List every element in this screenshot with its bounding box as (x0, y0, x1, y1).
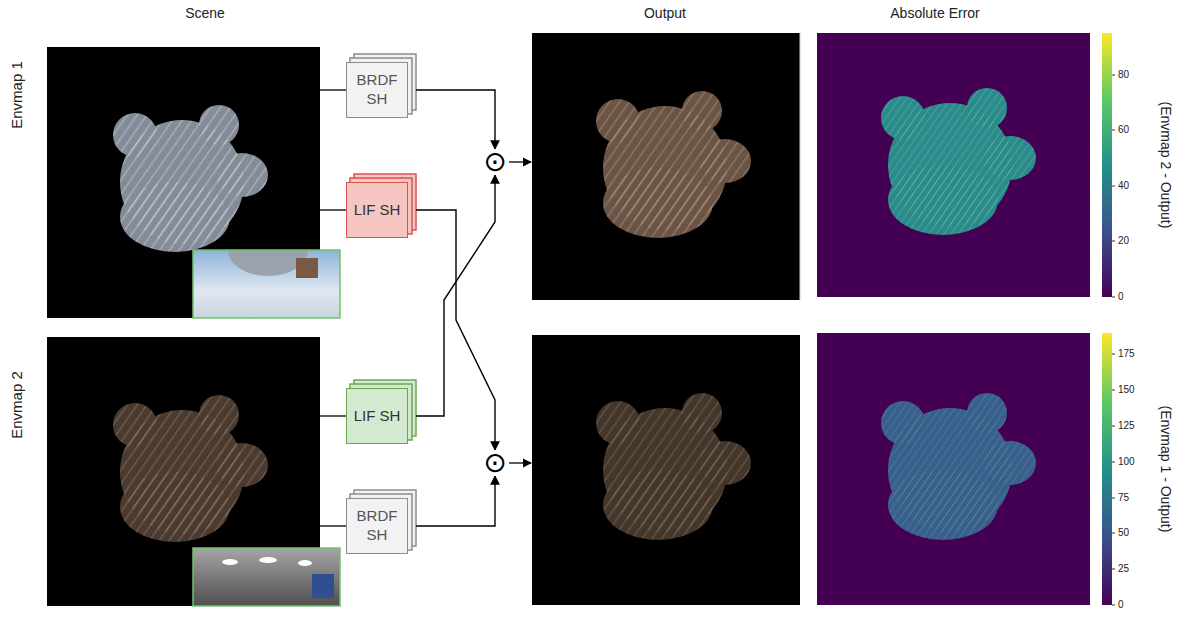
envmap-inset-2 (193, 548, 340, 606)
wire (320, 89, 346, 90)
lif-sh-box: LIF SH (346, 182, 408, 238)
colorbar-1 (1112, 186, 1115, 187)
envmap-inset-1 (193, 250, 340, 318)
output-image-1 (596, 91, 751, 238)
output-image-1 (596, 91, 751, 238)
envmap-inset-2 (298, 560, 312, 566)
colorbar-2 (1112, 605, 1115, 606)
envmap-inset-2 (222, 559, 238, 565)
tick-label: 50 (1118, 527, 1129, 539)
tick-label: 100 (1118, 456, 1135, 468)
colorbar-2 (1112, 426, 1115, 427)
output-image-2 (532, 335, 800, 605)
wire (320, 415, 346, 416)
colorbar-1 (1102, 33, 1115, 297)
output-image-2 (596, 393, 751, 540)
colorbar-2 (1102, 333, 1115, 605)
colorbar-1 (1112, 241, 1115, 242)
colorbar-2 (1112, 354, 1115, 355)
scene-image-2 (113, 395, 268, 542)
error-map-1 (817, 33, 1090, 297)
box-label: BRDF SH (350, 71, 404, 109)
row-label: Envmap 1 (8, 61, 25, 129)
tick-label: 60 (1118, 124, 1129, 136)
tick-label: 40 (1118, 180, 1129, 192)
scene-image-2 (113, 395, 268, 542)
box-label: LIF SH (354, 201, 401, 220)
connector-arrow (416, 175, 495, 416)
colorbar-2 (1112, 462, 1115, 463)
output-image-1 (532, 33, 800, 300)
lif-sh-box: LIF SH (346, 388, 408, 444)
tick-label: 150 (1118, 384, 1135, 396)
tick-label: 20 (1118, 235, 1129, 247)
box-label: BRDF SH (350, 507, 404, 545)
error-map-2 (817, 333, 1090, 605)
wire (320, 90, 531, 526)
wire (509, 462, 531, 463)
product-operator: ⊙ (482, 149, 508, 175)
error-map-2 (881, 393, 1036, 540)
stack-sheets (350, 54, 416, 550)
column-header: Output (644, 5, 686, 21)
tick-label: 0 (1118, 599, 1124, 611)
output-image-2 (532, 335, 800, 605)
envmap-inset-2 (259, 557, 277, 563)
operator-symbol: ⊙ (483, 149, 506, 175)
output-image-1 (800, 33, 801, 300)
brdf-sh-box: BRDF SH (346, 62, 408, 118)
error-map-2 (881, 393, 1036, 540)
output-image-2 (596, 393, 751, 540)
column-header: Scene (185, 5, 225, 21)
colorbar-2 (1112, 569, 1115, 570)
colorbar-1 (1112, 75, 1115, 76)
envmap-inset-1 (193, 250, 340, 318)
envmap-inset-2 (193, 548, 340, 606)
colorbar-label: (Envmap 1 - Output) (1158, 406, 1174, 533)
tick-label: 80 (1118, 69, 1129, 81)
colorbar-1 (1112, 75, 1115, 297)
connector-arrow (416, 210, 495, 450)
error-map-1 (881, 88, 1036, 235)
brdf-sh-box: BRDF SH (346, 498, 408, 554)
colorbar-2 (1102, 333, 1112, 605)
operator-symbol: ⊙ (483, 450, 506, 476)
box-label: LIF SH (354, 407, 401, 426)
tick-label: 0 (1118, 291, 1124, 303)
product-operator: ⊙ (482, 450, 508, 476)
tick-label: 25 (1118, 563, 1129, 575)
wire (320, 525, 346, 526)
colorbar-1 (1112, 297, 1115, 298)
connector-arrow (416, 476, 495, 526)
tick-label: 175 (1118, 348, 1135, 360)
row-label: Envmap 2 (8, 371, 25, 439)
scene-image-1 (113, 105, 268, 252)
error-map-1 (881, 88, 1036, 235)
colorbar-label: (Envmap 2 - Output) (1158, 102, 1174, 229)
envmap-inset-2 (193, 548, 340, 606)
colorbar-2 (1112, 390, 1115, 391)
colorbar-2 (1112, 533, 1115, 534)
colorbar-1 (1102, 33, 1112, 297)
colorbar-2 (1112, 498, 1115, 499)
output-image-1 (532, 33, 800, 300)
colorbar-2 (1112, 354, 1115, 605)
scene-image-1 (113, 105, 268, 252)
wire (320, 209, 346, 210)
tick-label: 75 (1118, 492, 1129, 504)
column-header: Absolute Error (890, 5, 979, 21)
error-map-2 (817, 333, 1090, 605)
colorbar-1 (1112, 130, 1115, 131)
envmap-inset-1 (296, 258, 318, 278)
error-map-1 (817, 33, 1090, 297)
tick-label: 125 (1118, 420, 1135, 432)
envmap-inset-2 (312, 574, 334, 598)
wire (509, 161, 531, 162)
connector-arrow (416, 90, 495, 149)
envmap-inset-1 (193, 250, 340, 318)
